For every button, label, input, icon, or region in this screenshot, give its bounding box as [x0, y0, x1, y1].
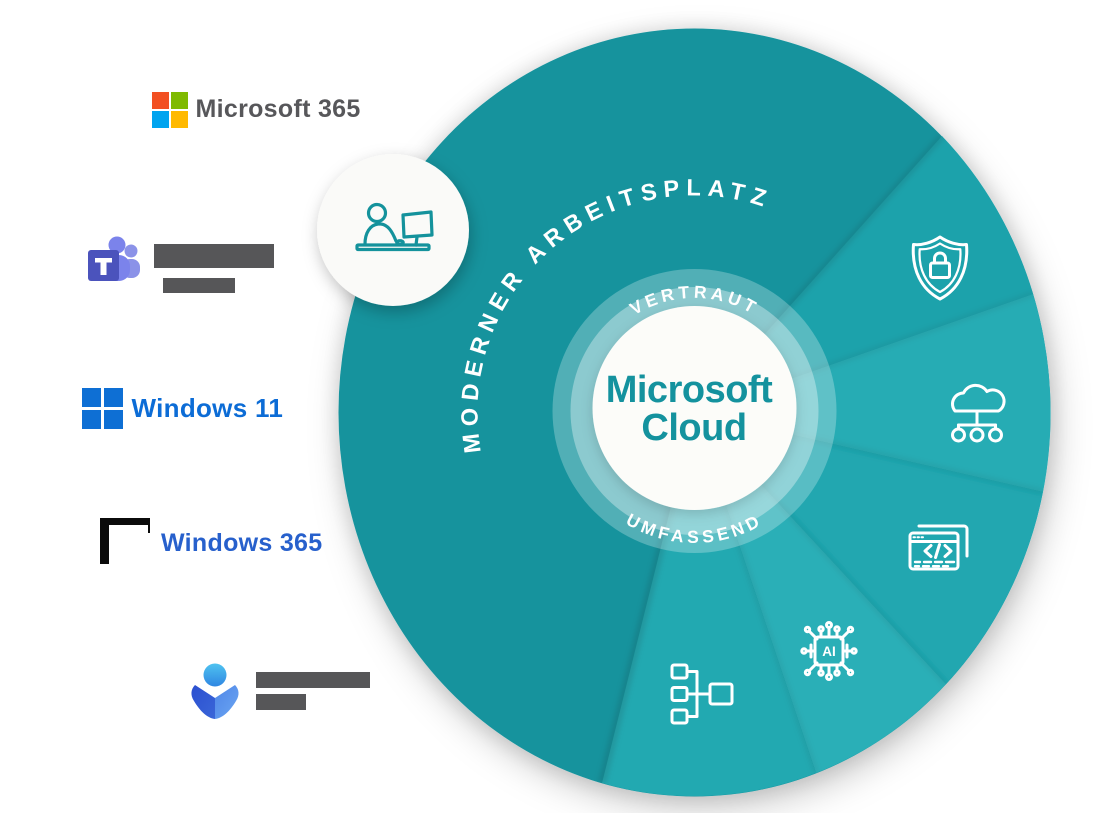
- browser-code-icon: [908, 524, 969, 571]
- product-microsoft-365: Microsoft 365: [152, 92, 361, 128]
- win-square: [82, 409, 101, 429]
- windows-11-label: Windows 11: [131, 392, 284, 423]
- win-square: [130, 525, 148, 543]
- microsoft-teams-logo-icon: [88, 236, 140, 281]
- redacted-label-line: [163, 278, 235, 293]
- microsoft-365-label: Microsoft 365: [195, 95, 361, 124]
- product-windows-365: Windows 365: [100, 518, 322, 568]
- center-circle: [592, 306, 797, 510]
- windows-11-logo-icon: [82, 388, 123, 429]
- windows-365-logo-icon: [100, 518, 152, 568]
- shield-lock-icon: [911, 235, 969, 301]
- segment-cloud: [694, 294, 1051, 492]
- person-identity-logo-icon: [191, 663, 239, 719]
- svg-text:AI: AI: [822, 644, 836, 659]
- microsoft-teams-label-redacted: [154, 244, 274, 293]
- win-square: [130, 546, 148, 564]
- center-title: Microsoft Cloud: [606, 369, 783, 449]
- redacted-label-line: [256, 672, 370, 688]
- flowchart-icon: [670, 663, 734, 725]
- ms-square-blue: [152, 111, 169, 128]
- cloud-network-icon: [950, 383, 1006, 443]
- microsoft-365-logo-icon: [152, 92, 188, 128]
- redacted-label-line: [154, 244, 274, 268]
- redacted-label-line: [256, 694, 306, 710]
- product-microsoft-teams: [84, 234, 274, 298]
- windows-365-label: Windows 365: [161, 528, 323, 557]
- ms-square-red: [152, 92, 169, 109]
- ms-square-green: [171, 92, 188, 109]
- ms-square-yellow: [171, 111, 188, 128]
- win-square: [109, 546, 127, 564]
- identity-label-redacted: [256, 672, 370, 710]
- product-windows-11: Windows 11: [82, 388, 283, 429]
- win-square: [103, 388, 123, 407]
- ai-chip-icon: AI: [800, 621, 858, 681]
- product-identity-person: [188, 660, 370, 726]
- win-square: [109, 525, 127, 543]
- workplace-badge: [317, 154, 469, 306]
- person-at-desk-icon: [355, 202, 434, 252]
- win-square: [82, 388, 101, 407]
- logo-shadow-block: [100, 532, 111, 564]
- win-square: [103, 409, 123, 429]
- segment-workflow: [602, 412, 816, 797]
